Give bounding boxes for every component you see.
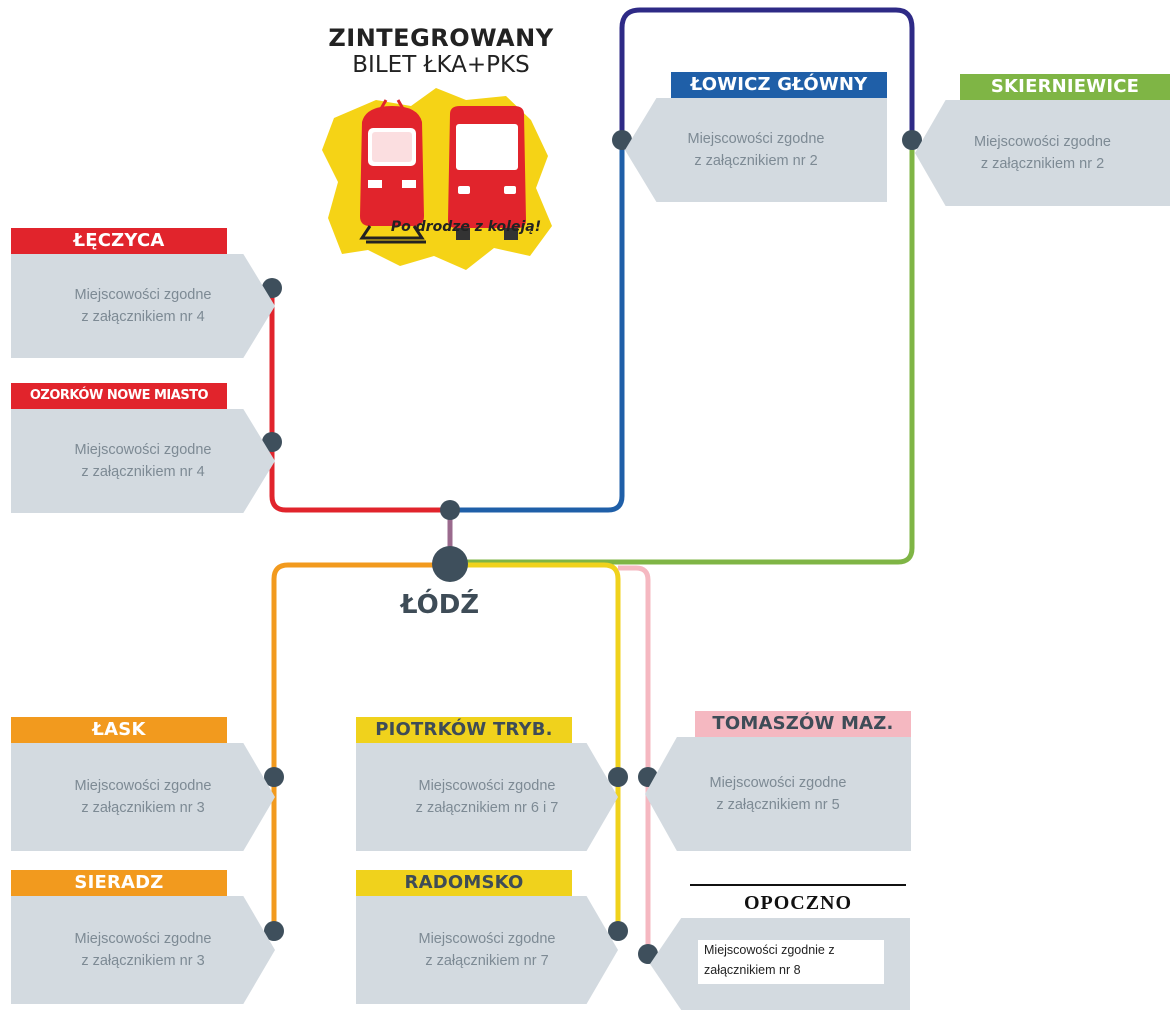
orange-line bbox=[271, 562, 450, 931]
logo-slogan: Po drodze z koleją! bbox=[390, 219, 542, 235]
station-card: Miejscowości zgodne z załącznikiem nr 2 bbox=[915, 100, 1170, 206]
station-description: Miejscowości zgodne z załącznikiem nr 7 bbox=[418, 931, 556, 969]
node-junction[interactable] bbox=[440, 500, 460, 520]
node-piotrkow[interactable] bbox=[608, 767, 628, 787]
station-description: Miejscowości zgodne z załącznikiem nr 4 bbox=[74, 287, 212, 325]
station-description: Miejscowości zgodnie z załącznikiem nr 8 bbox=[698, 940, 884, 984]
station-description: Miejscowości zgodne z załącznikiem nr 2 bbox=[973, 134, 1111, 172]
station-card: Miejscowości zgodne z załącznikiem nr 4 bbox=[11, 409, 275, 513]
station-description: Miejscowości zgodne z załącznikiem nr 6 … bbox=[415, 778, 559, 816]
station-description: Miejscowości zgodne z załącznikiem nr 2 bbox=[687, 131, 825, 169]
node-skierniewice[interactable] bbox=[902, 130, 922, 150]
station-name: ŁOWICZ GŁÓWNY bbox=[671, 72, 887, 98]
hub-label-lodz: ŁÓDŹ bbox=[400, 590, 480, 620]
ticket-logo: ZINTEGROWANY BILET ŁKA+PKS Po drodze z k… bbox=[296, 22, 586, 272]
logo-subtitle: BILET ŁKA+PKS bbox=[352, 52, 530, 78]
node-lowicz[interactable] bbox=[612, 130, 632, 150]
station-name: ŁĘCZYCA bbox=[11, 228, 227, 254]
station-card: Miejscowości zgodne z załącznikiem nr 4 bbox=[11, 254, 275, 358]
green-line bbox=[450, 140, 915, 565]
station-name: OZORKÓW NOWE MIASTO bbox=[11, 383, 227, 409]
logo-title: ZINTEGROWANY bbox=[328, 24, 554, 52]
station-card: Miejscowości zgodne z załącznikiem nr 5 bbox=[645, 737, 911, 851]
station-name: RADOMSKO bbox=[356, 870, 572, 896]
station-description: Miejscowości zgodne z załącznikiem nr 4 bbox=[74, 442, 212, 480]
station-card: Miejscowości zgodne z załącznikiem nr 7 bbox=[356, 896, 618, 1004]
station-name: TOMASZÓW MAZ. bbox=[695, 711, 911, 737]
station-name: PIOTRKÓW TRYB. bbox=[356, 717, 572, 743]
node-opoczno[interactable] bbox=[638, 944, 658, 964]
station-card: Miejscowości zgodne z załącznikiem nr 3 bbox=[11, 896, 275, 1004]
node-lodz[interactable] bbox=[432, 546, 468, 582]
station-name: OPOCZNO bbox=[690, 884, 906, 920]
station-card: Miejscowości zgodne z załącznikiem nr 2 bbox=[625, 98, 887, 202]
station-name: ŁASK bbox=[11, 717, 227, 743]
yellow-line bbox=[450, 562, 621, 928]
red-line bbox=[269, 288, 452, 513]
station-name: SKIERNIEWICE bbox=[960, 74, 1170, 100]
node-sieradz[interactable] bbox=[264, 921, 284, 941]
node-lask[interactable] bbox=[264, 767, 284, 787]
node-ozorkow[interactable] bbox=[262, 432, 282, 452]
node-radomsko[interactable] bbox=[608, 921, 628, 941]
station-description: Miejscowości zgodne z załącznikiem nr 3 bbox=[74, 931, 212, 969]
pink-line bbox=[618, 565, 651, 954]
station-name: SIERADZ bbox=[11, 870, 227, 896]
navy-line bbox=[619, 7, 915, 140]
station-description: Miejscowości zgodne z załącznikiem nr 5 bbox=[709, 775, 847, 813]
station-card: Miejscowości zgodne z załącznikiem nr 6 … bbox=[356, 743, 618, 851]
blue-line bbox=[452, 140, 625, 513]
train-bus-icon bbox=[322, 88, 552, 270]
station-card: Miejscowości zgodne z załącznikiem nr 3 bbox=[11, 743, 275, 851]
station-description: Miejscowości zgodne z załącznikiem nr 3 bbox=[74, 778, 212, 816]
